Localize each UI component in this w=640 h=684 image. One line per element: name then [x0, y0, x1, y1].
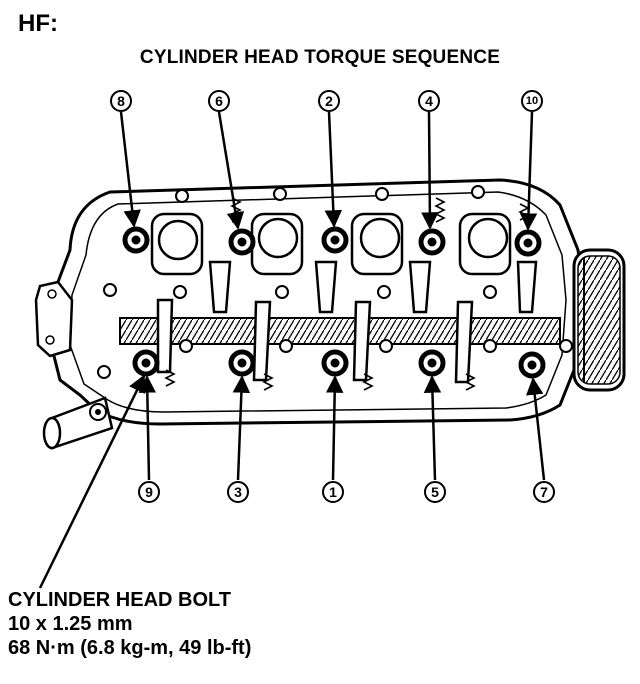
camshaft-pulley [572, 248, 626, 392]
diagram-title: CYLINDER HEAD TORQUE SEQUENCE [139, 47, 501, 68]
callout-bottom-3: 1 [322, 481, 344, 503]
valve-springs-lower [164, 369, 476, 391]
callout-top-2: 6 [208, 90, 230, 112]
bolt-size: 10 x 1.25 mm [8, 613, 133, 635]
head-bolt-5 [418, 349, 446, 377]
engine-code-label: HF: [18, 10, 58, 37]
rocker-arms-upper [150, 212, 538, 314]
head-bolt-7 [518, 351, 546, 379]
head-bolt-1 [321, 349, 349, 377]
callout-bottom-4: 5 [424, 481, 446, 503]
head-bolt-6 [228, 228, 256, 256]
callout-bottom-2: 3 [227, 481, 249, 503]
head-bolts-top [122, 226, 542, 257]
callout-top-3: 2 [318, 90, 340, 112]
water-outlet-pipe [42, 396, 114, 450]
head-bolt-8 [122, 226, 150, 254]
callout-leaders [38, 111, 546, 589]
camshaft [119, 317, 561, 345]
distributor-housing [34, 280, 74, 358]
head-bolt-10 [514, 229, 542, 257]
bolt-torque: 68 N·m (6.8 kg-m, 49 lb-ft) [8, 637, 252, 659]
callout-top-5: 10 [521, 90, 543, 112]
cap-bolts [97, 185, 573, 379]
callout-bottom-5: 7 [533, 481, 555, 503]
bolt-spec-block: CYLINDER HEAD BOLT 10 x 1.25 mm 68 N·m (… [8, 588, 251, 660]
bolt-name: CYLINDER HEAD BOLT [8, 589, 231, 611]
head-bolt-9 [132, 349, 160, 377]
head-bolt-2 [321, 226, 349, 254]
callout-bottom-1: 9 [138, 481, 160, 503]
head-bolts-bottom [132, 349, 546, 379]
head-bolt-3 [228, 349, 256, 377]
callout-top-1: 8 [110, 90, 132, 112]
callout-top-4: 4 [418, 90, 440, 112]
head-bolt-4 [418, 228, 446, 256]
